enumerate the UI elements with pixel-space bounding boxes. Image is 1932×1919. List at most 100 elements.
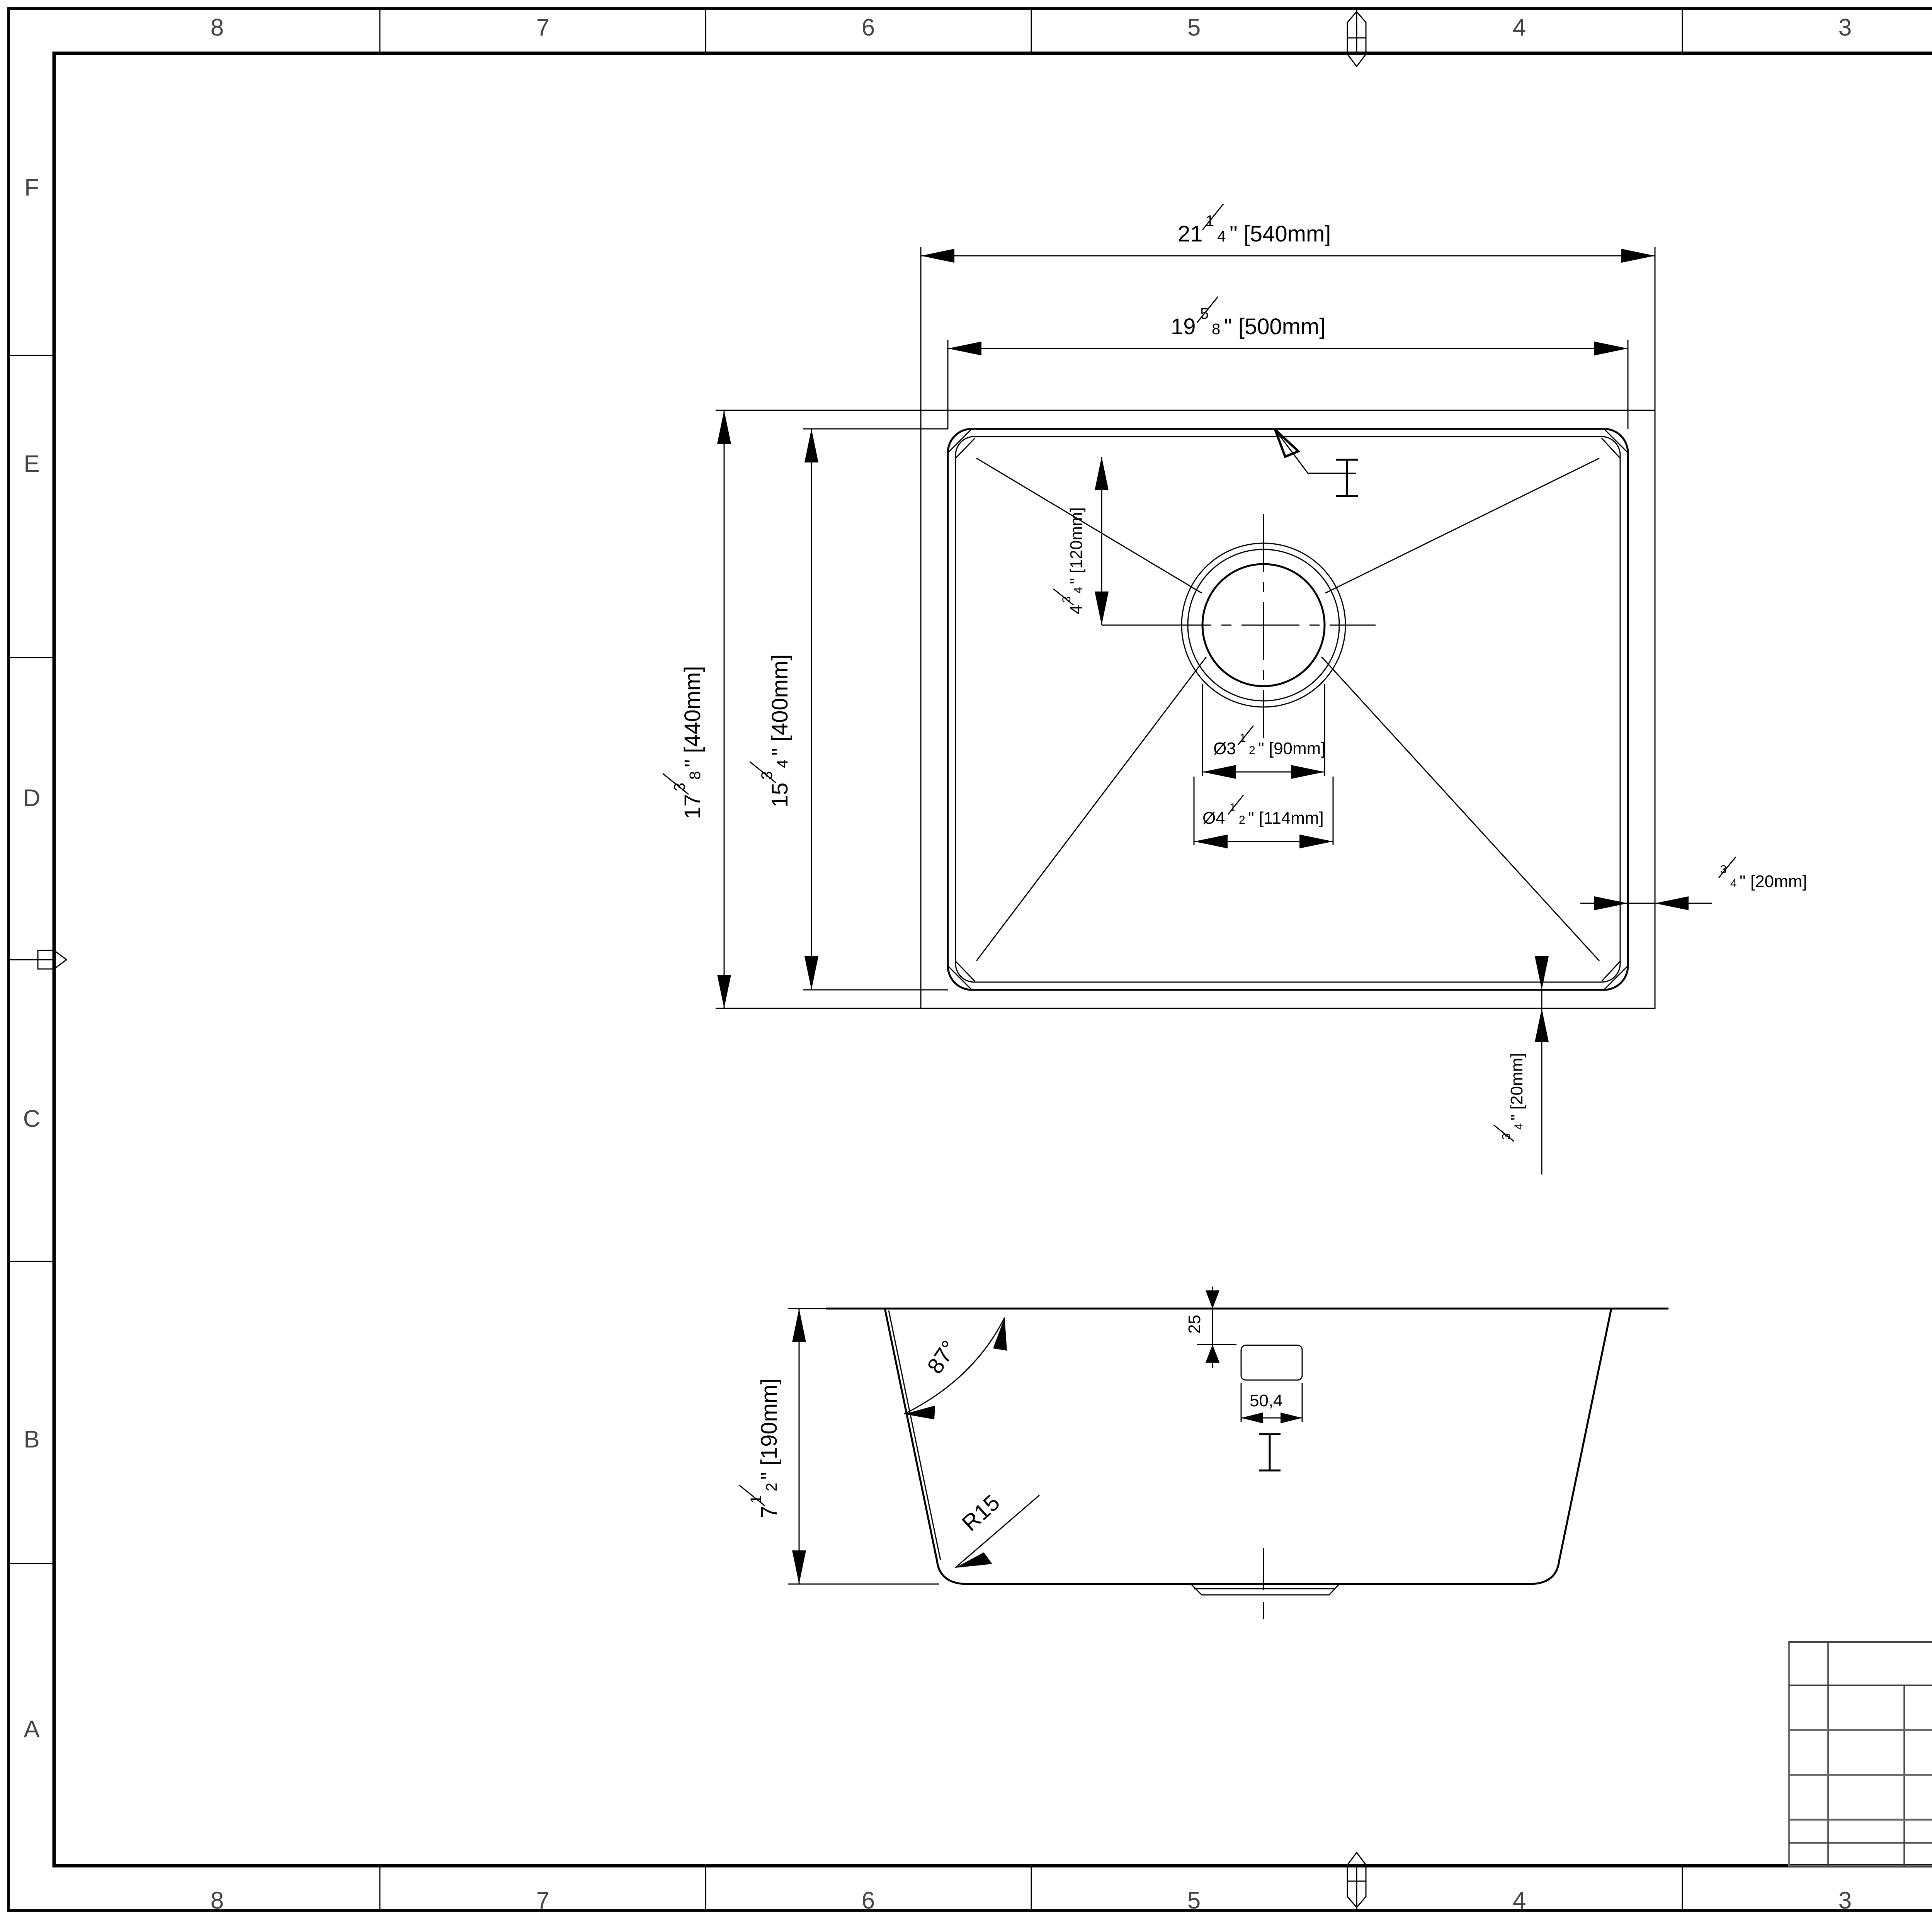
dim-value-suffix: " [90mm] <box>1258 739 1326 758</box>
arrow-bottom <box>804 956 818 990</box>
dim-value-denominator: 2 <box>763 1483 780 1491</box>
dim-overall-height-label: 17 3 8 " [440mm] <box>662 666 705 819</box>
arrow-504-left <box>1241 1412 1263 1423</box>
zone-top-8: 8 <box>211 14 224 41</box>
top-plan-view: 21 1 4 " [540mm] 19 5 8 " [500mm] <box>662 204 1807 1175</box>
zone-left-F: F <box>24 174 39 201</box>
arrow-right <box>1299 835 1333 848</box>
dim-value-suffix: " [20mm] <box>1507 1053 1526 1120</box>
title-block: Model LA4454 <box>1788 1641 1932 1867</box>
overflow-width-label: 50,4 <box>1250 1391 1283 1410</box>
arrow-left <box>1194 835 1228 848</box>
overflow-opening-rect <box>1240 1344 1303 1381</box>
sink-basin-outer-edge <box>947 428 1629 991</box>
dim-overall-height: 17 3 8 " [440mm] <box>662 410 921 1009</box>
zone-labels-top: 8 7 6 5 4 3 2 1 <box>211 14 1852 41</box>
zone-bottom-3: 3 <box>1838 1887 1852 1914</box>
zone-top-6: 6 <box>862 14 875 41</box>
arrow-arc-start <box>904 1406 935 1419</box>
dim-value-whole: 21 <box>1178 221 1203 246</box>
dim-overall-width: 21 1 4 " [540mm] <box>920 204 1656 410</box>
arrow-right <box>1621 249 1655 263</box>
section-basin-outline <box>884 1308 1612 1585</box>
arrow-left <box>1594 896 1628 910</box>
zone-tick-marks <box>9 8 1683 1911</box>
dim-value-whole: 7 <box>757 1506 782 1518</box>
dim-value-whole: 4 <box>1067 605 1086 614</box>
dim-drain-offset-label: 4 3 4 " [120mm] <box>1053 507 1086 614</box>
arrow-504-right <box>1281 1412 1302 1423</box>
zone-labels-bottom: 8 7 6 5 4 3 2 1 <box>211 1887 1852 1914</box>
dim-value-whole: 17 <box>680 794 705 819</box>
dim-value-denominator: 8 <box>1212 321 1220 338</box>
arrow-top <box>804 429 818 462</box>
zone-bottom-5: 5 <box>1187 1887 1201 1914</box>
zone-left-B: B <box>24 1426 39 1453</box>
arrow-right <box>1594 342 1628 355</box>
dim-value-denominator: 4 <box>1512 1123 1525 1130</box>
arrow-arc-end <box>993 1317 1007 1351</box>
zone-top-7: 7 <box>536 14 549 41</box>
dim-value-denominator: 2 <box>1239 814 1245 826</box>
sink-rim-outline <box>920 410 1656 1009</box>
arrow-top <box>1535 956 1549 990</box>
dim-value-denominator: 4 <box>1217 228 1226 245</box>
section-wall-inner-line <box>888 1310 941 1560</box>
zone-top-3: 3 <box>1838 14 1852 41</box>
dim-value-whole: 15 <box>767 782 793 807</box>
dim-drain-inner-label: Ø3 1 2 " [90mm] <box>1213 725 1326 758</box>
dim-value-suffix: " [540mm] <box>1230 221 1331 246</box>
front-section-view: 7 1 2 " [190mm] 87° R15 <box>739 1287 1668 1619</box>
dim-value-denominator: 8 <box>687 771 704 780</box>
overflow-offset-label: 25 <box>1185 1315 1204 1334</box>
arrow-right <box>1291 765 1325 779</box>
dim-value-suffix: " [500mm] <box>1224 314 1325 339</box>
zone-bottom-4: 4 <box>1513 1887 1526 1914</box>
leader-arrowhead <box>1274 428 1301 458</box>
arrow-left <box>948 342 981 355</box>
dim-section-depth-label: 7 1 2 " [190mm] <box>739 1378 782 1518</box>
zone-left-E: E <box>24 450 39 477</box>
radius-leader <box>955 1494 1040 1569</box>
dim-value-numerator: 3 <box>1720 863 1727 876</box>
basin-slope-lines <box>976 457 1600 962</box>
dim-value-suffix: " [400mm] <box>767 654 793 756</box>
sink-basin-inner-edge <box>955 436 1621 983</box>
arrow-left <box>921 249 954 263</box>
dim-value-whole: 19 <box>1171 314 1196 339</box>
dim-basin-height-label: 15 3 4 " [400mm] <box>750 654 793 807</box>
dim-rim-bottom: 3 4 " [20mm] <box>1493 956 1549 1175</box>
dim-value-suffix: " [440mm] <box>680 666 705 767</box>
zone-top-5: 5 <box>1187 14 1201 41</box>
center-registration-marks <box>37 10 1367 1909</box>
dim-basin-width: 19 5 8 " [500mm] <box>947 296 1629 429</box>
dim-value-suffix: " [190mm] <box>757 1378 782 1480</box>
title-block-frame <box>1788 1641 1932 1867</box>
dim-value-denominator: 2 <box>1249 744 1255 757</box>
section-marker-front <box>1259 1433 1281 1472</box>
zone-left-D: D <box>23 785 41 811</box>
zone-bottom-7: 7 <box>536 1887 549 1914</box>
zone-bottom-8: 8 <box>211 1887 224 1914</box>
dim-drain-outer-label: Ø4 1 2 " [114mm] <box>1202 795 1324 828</box>
title-block-grid-bold <box>1789 1729 1932 1821</box>
arrow-top <box>792 1309 806 1342</box>
dim-rim-bottom-label: 3 4 " [20mm] <box>1493 1053 1526 1142</box>
dim-overall-width-label: 21 1 4 " [540mm] <box>1178 204 1331 246</box>
angle-arc <box>904 1317 1005 1415</box>
dim-value-denominator: 4 <box>1730 877 1737 890</box>
dim-section-depth: 7 1 2 " [190mm] <box>739 1308 939 1585</box>
dim-drain-inner-diameter: Ø3 1 2 " [90mm] <box>1202 684 1326 779</box>
arrow-top <box>717 410 731 444</box>
zone-labels-left: F E D C B A <box>23 174 41 1742</box>
section-marker-plan <box>1336 459 1358 497</box>
arrow-bottom <box>1535 1008 1549 1042</box>
dim-value-denominator: 4 <box>774 760 791 768</box>
arrow-25-bottom <box>1206 1344 1219 1363</box>
dim-rim-right: 3 4 " [20mm] <box>1580 857 1807 935</box>
dim-value-suffix: " [20mm] <box>1740 872 1807 891</box>
overflow-detail: 25 50,4 <box>1185 1287 1303 1423</box>
surface-finish-leader <box>1274 428 1356 474</box>
